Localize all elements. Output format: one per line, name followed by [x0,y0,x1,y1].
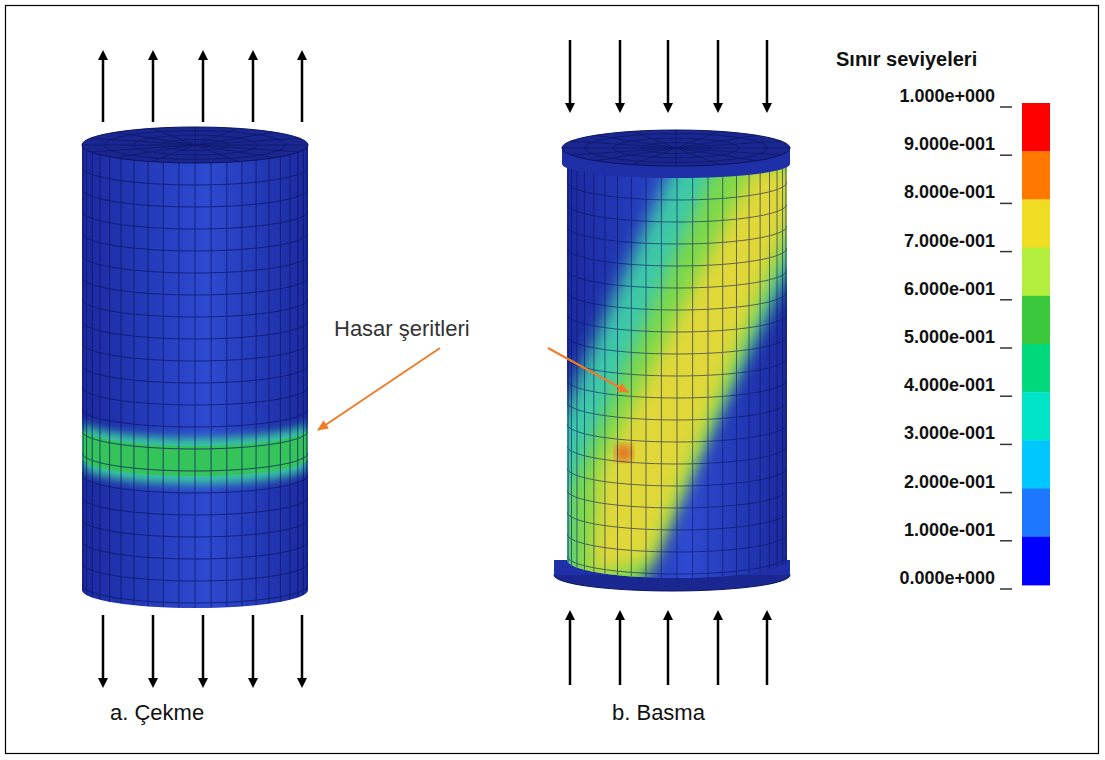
level-value: 0.000e+000 [860,568,995,589]
tension-cylinder [82,127,308,608]
level-value: 3.000e-001 [860,423,995,444]
level-value: 2.000e-001 [860,472,995,493]
force-arrows [103,40,767,685]
compression-cylinder [554,130,800,600]
level-value: 7.000e-001 [860,231,995,252]
panel-caption: a. Çekme [110,700,290,726]
level-value: 1.000e+000 [860,86,995,107]
level-value: 6.000e-001 [860,279,995,300]
color-bar [1000,103,1050,589]
level-value: 1.000e-001 [860,520,995,541]
panel-caption: b. Basma [612,700,792,726]
level-value: 8.000e-001 [860,182,995,203]
level-value: 5.000e-001 [860,327,995,348]
damage-label: Hasar şeritleri [334,316,554,342]
level-value: 9.000e-001 [860,134,995,155]
legend-title: Sınır seviyeleri [836,48,1026,71]
level-value: 4.000e-001 [860,375,995,396]
leader-lines [318,348,628,430]
